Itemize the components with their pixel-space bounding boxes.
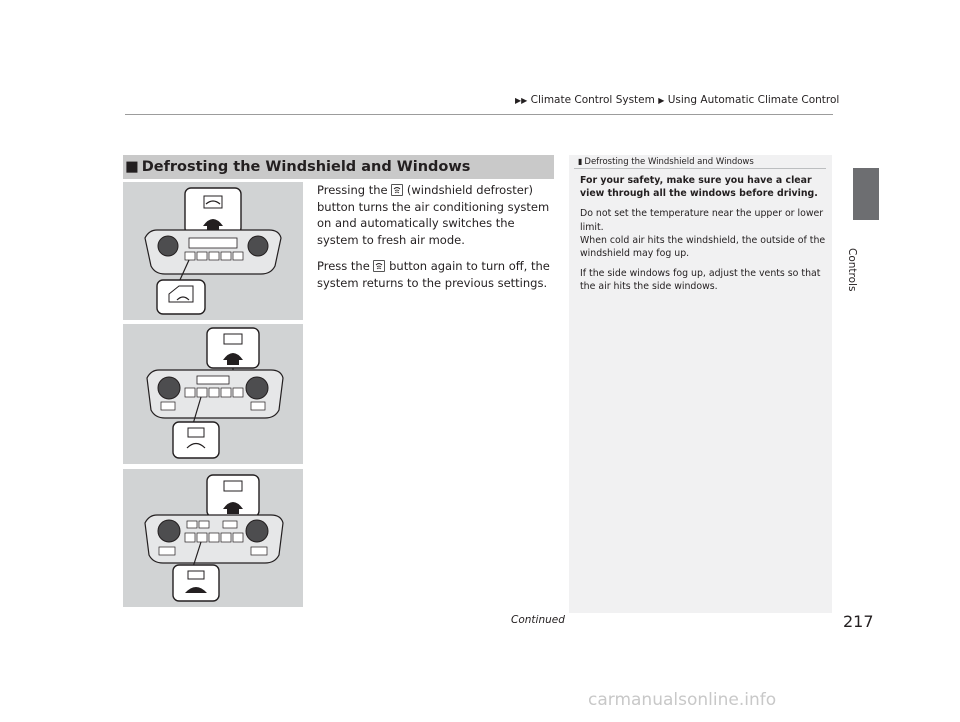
page-number: 217 — [843, 612, 874, 631]
section-title: Defrosting the Windshield and Windows — [141, 159, 471, 175]
notes-body: For your safety, make sure you have a cl… — [580, 174, 826, 301]
section-title-bar: ■Defrosting the Windshield and Windows — [123, 155, 554, 179]
continued-label: Continued — [511, 614, 565, 626]
section-body: Pressing the (windshield defroster) butt… — [317, 182, 557, 302]
breadcrumb-climate: Climate Control System — [530, 94, 655, 106]
section-tab-label: Controls — [846, 248, 858, 292]
figure-climate-panel-1 — [123, 182, 303, 320]
side-window-note: If the side windows fog up, adjust the v… — [580, 268, 821, 293]
notes-title: ▮Defrosting the Windshield and Windows — [578, 157, 754, 167]
note-marker-icon: ▮ — [578, 157, 583, 166]
safety-note: For your safety, make sure you have a cl… — [580, 175, 818, 200]
temperature-note: Do not set the temperature near the uppe… — [580, 208, 824, 233]
windshield-defroster-icon — [391, 184, 404, 196]
paragraph-defrost-on: Pressing the (windshield defroster) butt… — [317, 183, 550, 247]
breadcrumb: ▶▶ Climate Control System ▶ Using Automa… — [515, 94, 839, 106]
notes-rule — [574, 168, 826, 169]
double-arrow-icon: ▶▶ — [515, 96, 528, 105]
section-tab-marker — [853, 168, 879, 220]
notes-sidebar — [569, 155, 832, 613]
paragraph-defrost-off: Press the button again to turn off, the … — [317, 259, 550, 290]
figure-climate-panel-2 — [123, 324, 303, 464]
watermark: carmanualsonline.info — [588, 690, 777, 710]
windshield-defroster-icon — [373, 260, 386, 273]
figure-climate-panel-3 — [123, 469, 303, 607]
fog-note: When cold air hits the windshield, the o… — [580, 234, 826, 260]
square-bullet-icon: ■ — [125, 159, 139, 175]
arrow-icon: ▶ — [658, 96, 665, 105]
header-rule — [125, 114, 833, 115]
breadcrumb-automatic: Using Automatic Climate Control — [667, 94, 840, 106]
